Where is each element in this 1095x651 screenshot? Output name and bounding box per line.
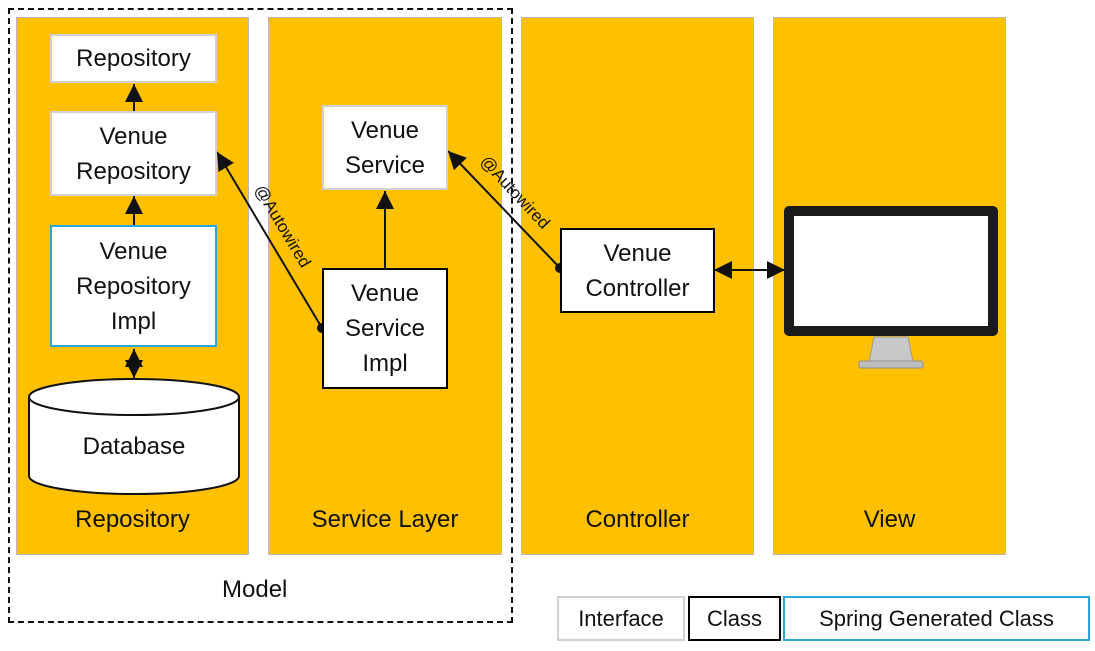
legend-spring-generated-class: Spring Generated Class bbox=[783, 596, 1090, 641]
venue-repository-impl-line-3: Impl bbox=[110, 307, 157, 335]
venue-controller-line-1: Venue bbox=[603, 239, 672, 267]
legend-interface: Interface bbox=[557, 596, 685, 641]
model-region bbox=[8, 8, 513, 623]
view-column-label: View bbox=[863, 506, 916, 533]
repository-interface-node: Repository bbox=[50, 34, 217, 83]
controller-column-label: Controller bbox=[585, 506, 690, 533]
venue-controller-node: Venue Controller bbox=[560, 228, 715, 313]
venue-service-line-1: Venue bbox=[350, 116, 420, 144]
repository-column-label: Repository bbox=[75, 506, 190, 533]
venue-repository-impl-node: Venue Repository Impl bbox=[50, 225, 217, 347]
venue-service-impl-line-2: Service bbox=[344, 315, 426, 342]
venue-controller-line-2: Controller bbox=[585, 274, 690, 302]
venue-repository-line-1: Venue bbox=[99, 122, 168, 150]
venue-repository-impl-line-1: Venue bbox=[99, 237, 168, 265]
venue-service-impl-line-3: Impl bbox=[362, 350, 408, 377]
legend-class: Class bbox=[688, 596, 781, 641]
repository-interface-line-1: Repository bbox=[76, 45, 191, 72]
venue-service-impl-line-1: Venue bbox=[350, 280, 420, 307]
model-label: Model bbox=[222, 576, 288, 603]
venue-repository-impl-line-2: Repository bbox=[76, 272, 191, 300]
venue-service-impl-node: Venue Service Impl bbox=[322, 268, 448, 389]
venue-repository-node: Venue Repository bbox=[50, 111, 217, 196]
service-layer-column-label: Service Layer bbox=[311, 506, 459, 533]
view-column: View bbox=[773, 17, 1006, 555]
venue-repository-line-2: Repository bbox=[76, 157, 191, 185]
venue-service-line-2: Service bbox=[344, 151, 426, 179]
venue-service-node: Venue Service bbox=[322, 105, 448, 190]
